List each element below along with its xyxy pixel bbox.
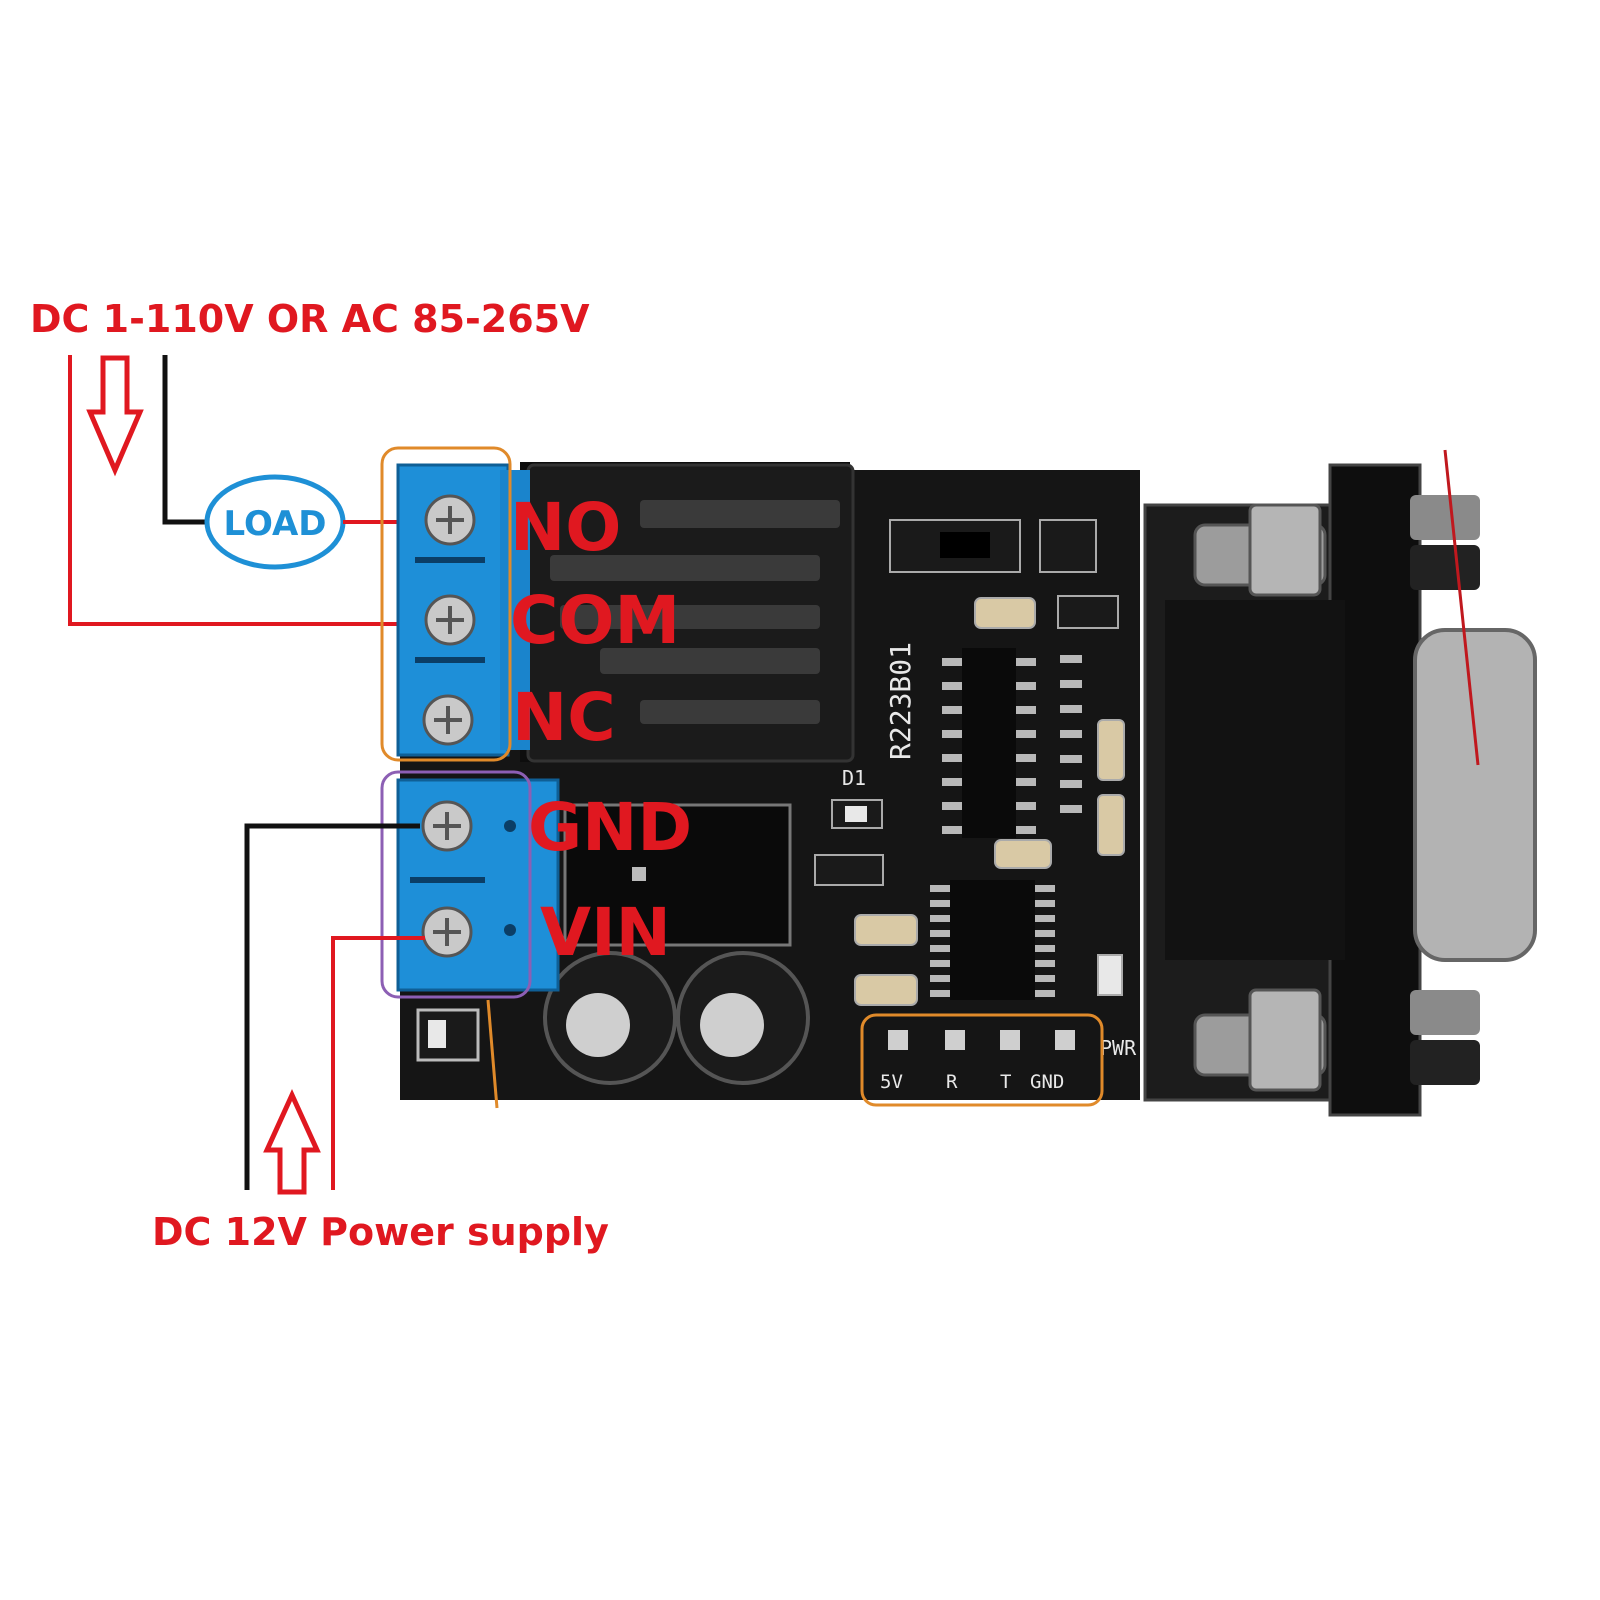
screw-icon	[421, 906, 473, 958]
capacitor-1	[543, 951, 677, 1085]
thumb-screw-bottom	[1193, 988, 1327, 1092]
power-terminal-highlight	[380, 770, 532, 999]
relay-terminal-highlight	[380, 446, 512, 762]
power-wire-red	[331, 936, 425, 1190]
screw-icon	[424, 594, 476, 646]
relay	[526, 463, 855, 763]
orange-mark	[486, 999, 499, 1109]
down-arrow-icon	[86, 355, 144, 477]
header-pin-r: R	[946, 1071, 958, 1093]
terminal-label-nc: NC	[512, 679, 616, 756]
header-pin-gnd: GND	[1030, 1071, 1064, 1093]
screw-icon	[422, 694, 474, 746]
screw-icon	[421, 800, 473, 852]
header-pin-5v: 5V	[880, 1071, 903, 1093]
board-model-label: R223B01	[884, 642, 917, 760]
pwr-label: PWR	[1100, 1036, 1137, 1060]
bottom-supply-label: DC 12V Power supply	[152, 1210, 609, 1254]
up-arrow-icon	[263, 1088, 321, 1195]
power-wire-black	[244, 823, 420, 1190]
screw-icon	[424, 494, 476, 546]
terminal-label-vin: VIN	[540, 894, 671, 971]
capacitor-2	[676, 951, 810, 1085]
supply-wire-black	[162, 355, 212, 525]
ic-chip-3	[930, 880, 1055, 1000]
load-label: LOAD	[224, 504, 327, 544]
relay-terminal-block	[396, 463, 530, 757]
terminal-label-com: COM	[510, 582, 680, 659]
db9-connector	[1143, 449, 1537, 1117]
ic-chip-2	[1060, 655, 1082, 813]
terminal-label-no: NO	[510, 489, 621, 566]
uart-header: 5V R T GND	[880, 1030, 1075, 1093]
terminal-label-gnd: GND	[528, 789, 692, 866]
diode-label: D1	[842, 766, 866, 790]
header-highlight	[860, 1013, 1104, 1107]
load-symbol: LOAD	[204, 474, 346, 570]
header-pin-t: T	[1000, 1071, 1011, 1093]
ic-chip-1	[942, 648, 1036, 838]
regulator-module	[563, 803, 792, 947]
top-supply-label: DC 1-110V OR AC 85-265V	[30, 297, 590, 341]
thumb-screw-top	[1193, 503, 1327, 597]
supply-wire-red	[68, 355, 420, 626]
